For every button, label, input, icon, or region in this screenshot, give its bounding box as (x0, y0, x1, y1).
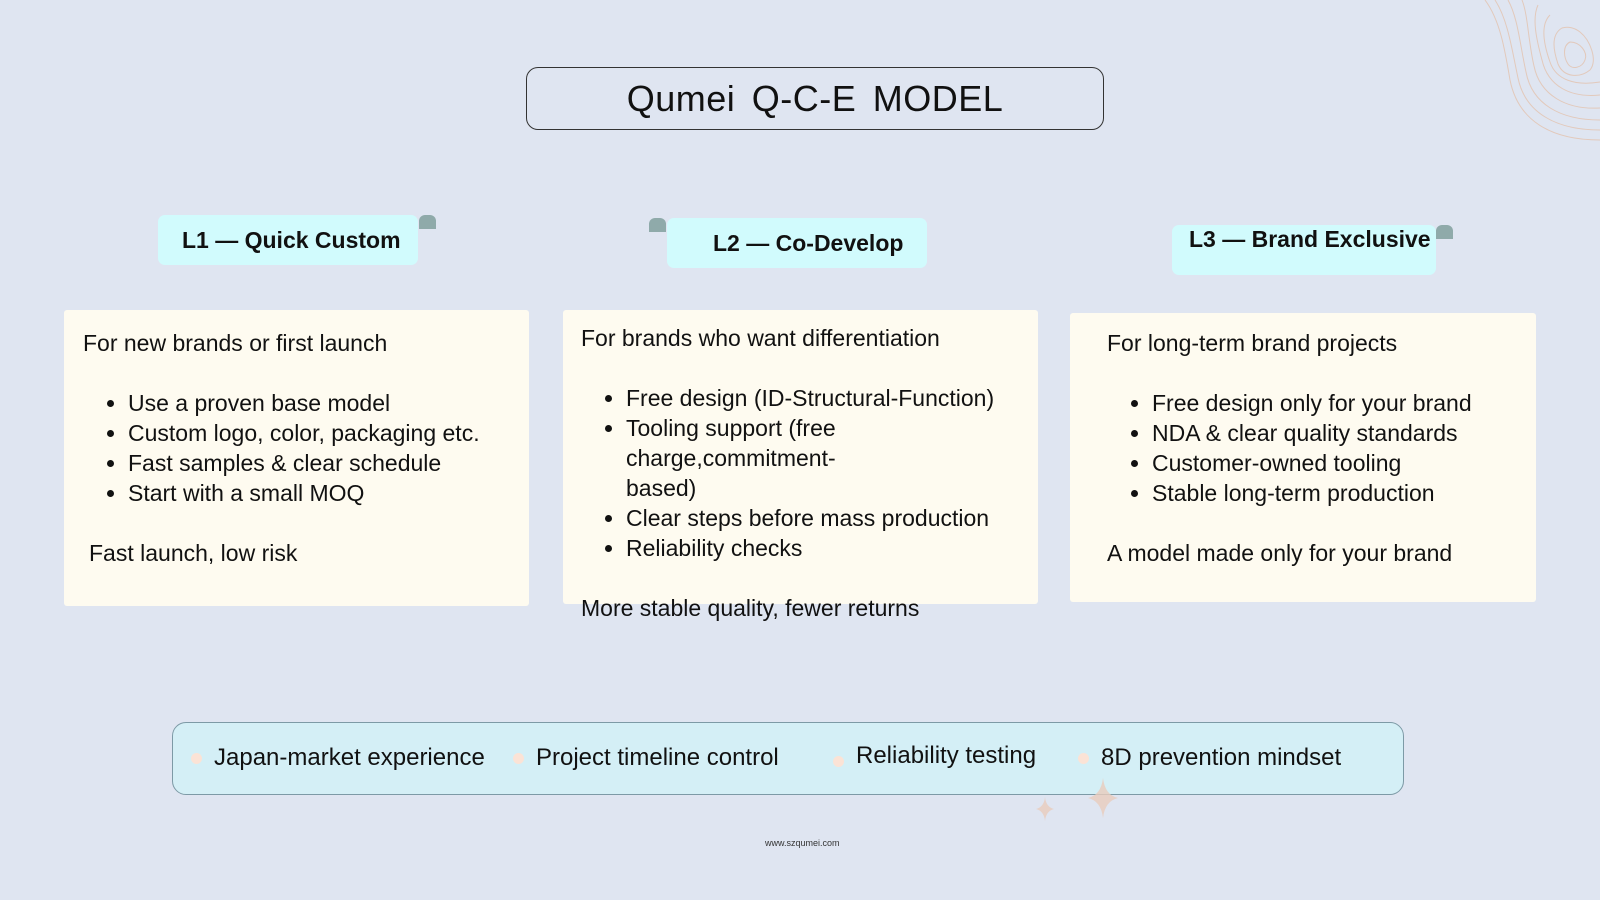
list-item: Use a proven base model (128, 388, 529, 418)
list-item: Fast samples & clear schedule (128, 448, 529, 478)
level-3-summary: A model made only for your brand (1107, 540, 1453, 566)
strength-item: Japan-market experience (191, 723, 485, 793)
level-1-tag: L1 — Quick Custom (158, 215, 418, 265)
list-item: Clear steps before mass production (626, 503, 1031, 533)
contour-lines-decoration (1484, 0, 1600, 141)
strength-label: Reliability testing (856, 742, 1037, 769)
list-item: Custom logo, color, packaging etc. (128, 418, 529, 448)
tab-nub-decoration (1436, 225, 1453, 239)
list-item: Free design only for your brand (1152, 388, 1536, 418)
list-item: Customer-owned tooling (1152, 448, 1536, 478)
list-item: Reliability checks (626, 533, 1031, 563)
level-2-tag-label: L2 — Co-Develop (713, 229, 904, 256)
list-item: Stable long-term production (1152, 478, 1536, 508)
bullet-dot-icon (191, 752, 202, 764)
bullet-dot-icon (513, 752, 524, 764)
level-1-bullet-list: Use a proven base model Custom logo, col… (83, 388, 529, 508)
level-2-bullet-list: Free design (ID-Structural-Function) Too… (581, 383, 1031, 563)
strengths-bar: Japan-market experience Project timeline… (172, 722, 1404, 795)
bullet-dot-icon (833, 755, 844, 767)
level-1-intro: For new brands or first launch (83, 330, 388, 356)
list-item: Start with a small MOQ (128, 478, 529, 508)
strength-label: Japan-market experience (214, 744, 485, 771)
level-3-tag-label: L3 — Brand Exclusive (1189, 226, 1431, 252)
level-2-intro: For brands who want differentiation (581, 325, 940, 351)
list-item: Free design (ID-Structural-Function) (626, 383, 1031, 413)
level-1-summary: Fast launch, low risk (89, 540, 298, 566)
list-item: Tooling support (free charge,commitment-… (626, 413, 886, 503)
tab-nub-decoration (649, 218, 666, 232)
strength-item: Reliability testing (833, 721, 1036, 791)
level-1-card: For new brands or first launch Use a pro… (64, 310, 529, 606)
level-3-tag: L3 — Brand Exclusive (1172, 225, 1436, 275)
level-2-tag: L2 — Co-Develop (667, 218, 927, 268)
footer-website-link[interactable]: www.szqumei.com (765, 838, 840, 848)
tab-nub-decoration (419, 215, 436, 229)
level-3-bullet-list: Free design only for your brand NDA & cl… (1107, 388, 1536, 508)
strength-item: Project timeline control (513, 723, 779, 793)
level-1-tag-label: L1 — Quick Custom (182, 226, 401, 253)
list-item: NDA & clear quality standards (1152, 418, 1536, 448)
level-3-card: For long-term brand projects Free design… (1070, 313, 1536, 602)
level-2-card: For brands who want differentiation Free… (563, 310, 1038, 621)
strength-item: 8D prevention mindset (1078, 723, 1341, 793)
level-3-intro: For long-term brand projects (1107, 330, 1398, 356)
strength-label: Project timeline control (536, 744, 779, 771)
strength-label: 8D prevention mindset (1101, 744, 1342, 771)
bullet-dot-icon (1078, 752, 1089, 764)
level-2-summary: More stable quality, fewer returns (581, 595, 920, 621)
sparkle-icon (1088, 778, 1118, 818)
page-title: Qumei Q-C-E MODEL (526, 67, 1104, 130)
sparkle-icon (1036, 797, 1054, 821)
